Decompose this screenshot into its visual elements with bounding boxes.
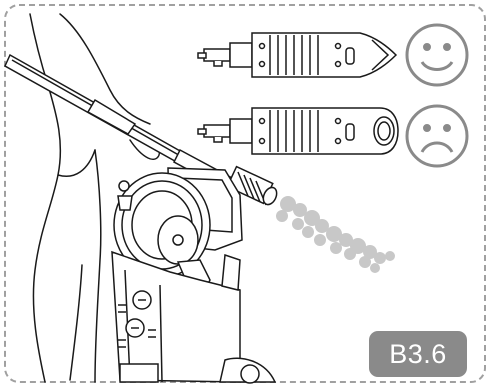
water-spray (276, 196, 395, 273)
nozzle-incorrect (198, 108, 398, 154)
nozzle-correct (198, 33, 396, 77)
pressure-washer-unit (112, 168, 275, 383)
sad-face-icon (407, 106, 467, 166)
figure-label-badge: B3.6 (369, 331, 467, 377)
smiley-face-icon (407, 25, 467, 85)
